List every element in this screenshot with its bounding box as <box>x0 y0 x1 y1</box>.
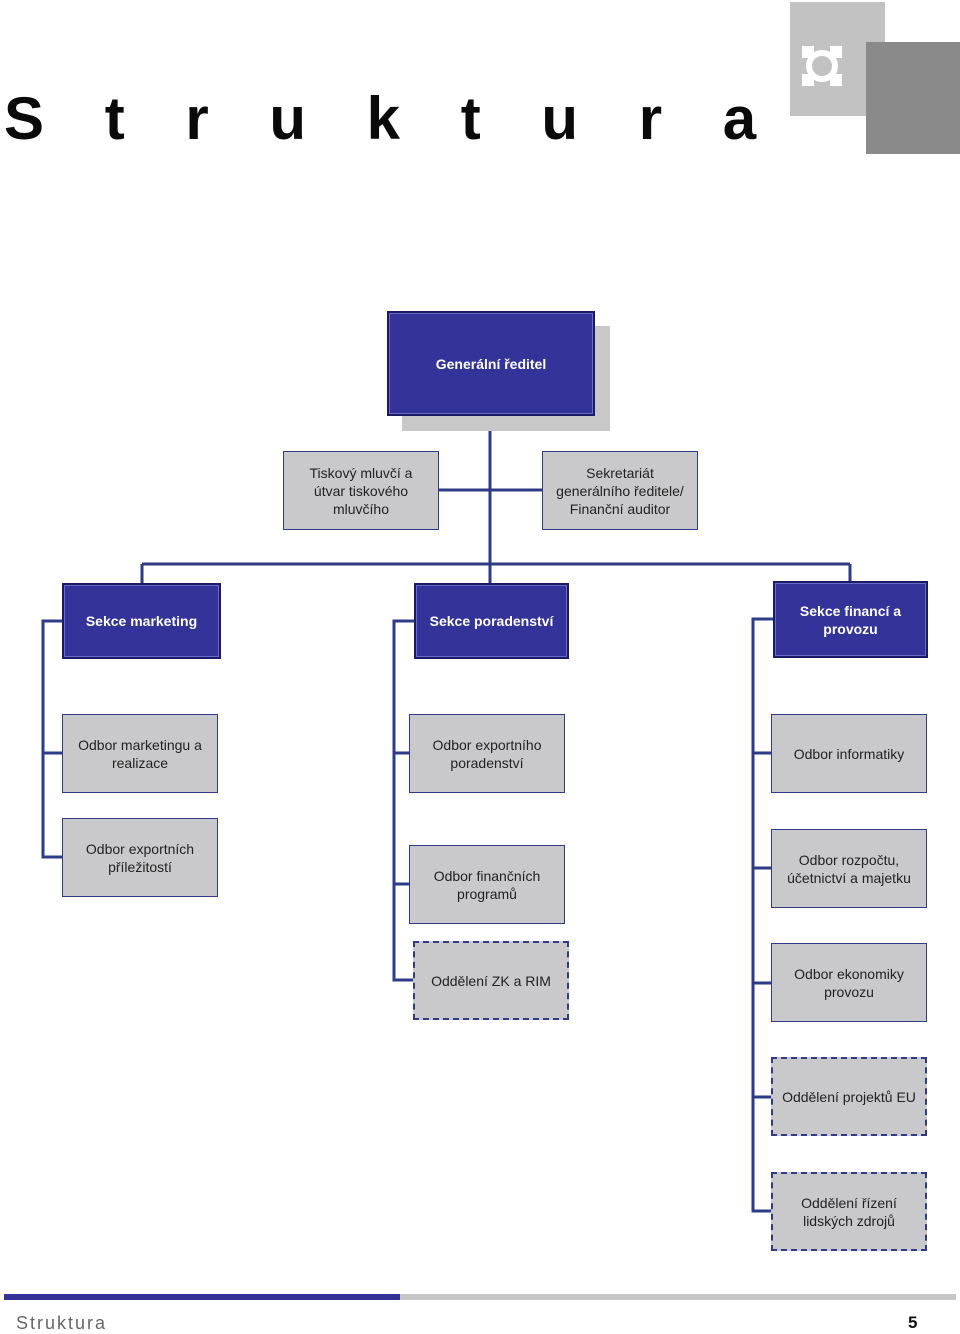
unit-operations-economics: Odbor ekonomiky provozu <box>771 943 927 1022</box>
unit-line-1: Oddělení řízení <box>801 1194 897 1211</box>
unit-line-1: Odbor exportního <box>432 736 542 753</box>
unit-line-1: Oddělení ZK a RIM <box>431 972 551 989</box>
unit-line-1: Odbor informatiky <box>793 745 905 762</box>
unit-line-1: Oddělení projektů EU <box>782 1088 916 1105</box>
unit-line-2: provozu <box>824 983 874 1000</box>
section-finance-box: Sekce financí a provozu <box>773 581 928 658</box>
press-spokesperson-box: Tiskový mluvčí a útvar tiskového mluvčíh… <box>283 451 439 530</box>
unit-line-2: programů <box>457 885 517 902</box>
secretariat-line-2: generálního ředitele/ <box>556 482 684 499</box>
section-consulting-label: Sekce poradenství <box>429 613 554 629</box>
footer-title: Struktura <box>16 1313 108 1333</box>
unit-line-1: Odbor finančních <box>433 867 541 884</box>
section-marketing-box: Sekce marketing <box>62 583 221 659</box>
unit-line-1: Odbor exportních <box>85 840 195 857</box>
section-marketing-label: Sekce marketing <box>85 613 198 629</box>
press-line-2: útvar tiskového <box>313 482 409 499</box>
secretariat-line-3: Finanční auditor <box>569 500 671 517</box>
unit-line-2: lidských zdrojů <box>803 1212 895 1229</box>
section-finance-line-1: Sekce financí a <box>799 602 902 619</box>
page-title: S t r u k t u r a <box>4 85 779 152</box>
unit-line-2: účetnictví a majetku <box>787 869 911 886</box>
unit-line-1: Odbor ekonomiky <box>794 965 904 982</box>
director-label: Generální ředitel <box>435 355 547 372</box>
unit-zk-rim: Oddělení ZK a RIM <box>413 941 569 1020</box>
secretariat-box: Sekretariát generálního ředitele/ Finanč… <box>542 451 698 530</box>
unit-human-resources: Oddělení řízení lidských zdrojů <box>771 1172 927 1251</box>
unit-line-1: Odbor marketingu a <box>78 736 202 753</box>
gear-icon <box>802 46 842 86</box>
page-number: 5 <box>908 1313 918 1332</box>
unit-export-consulting: Odbor exportního poradenství <box>409 714 565 793</box>
press-line-1: Tiskový mluvčí a <box>309 464 413 481</box>
unit-line-2: realizace <box>111 754 169 771</box>
unit-marketing-realization: Odbor marketingu a realizace <box>62 714 218 793</box>
press-line-3: mluvčího <box>332 500 390 517</box>
unit-budget-accounting: Odbor rozpočtu, účetnictví a majetku <box>771 829 927 908</box>
section-consulting-box: Sekce poradenství <box>414 583 569 659</box>
footer-bar-rule <box>400 1294 956 1300</box>
secretariat-line-1: Sekretariát <box>586 464 654 481</box>
section-finance-line-2: provozu <box>823 620 878 637</box>
unit-line-2: příležitostí <box>108 858 172 875</box>
corner-decoration-dark <box>866 42 960 154</box>
director-box: Generální ředitel <box>387 311 595 416</box>
unit-line-2: poradenství <box>450 754 524 771</box>
unit-eu-projects: Oddělení projektů EU <box>771 1057 927 1136</box>
footer-bar-accent <box>4 1294 400 1300</box>
unit-line-1: Odbor rozpočtu, <box>798 851 900 868</box>
unit-export-opportunities: Odbor exportních příležitostí <box>62 818 218 897</box>
unit-informatics: Odbor informatiky <box>771 714 927 793</box>
unit-financial-programs: Odbor finančních programů <box>409 845 565 924</box>
